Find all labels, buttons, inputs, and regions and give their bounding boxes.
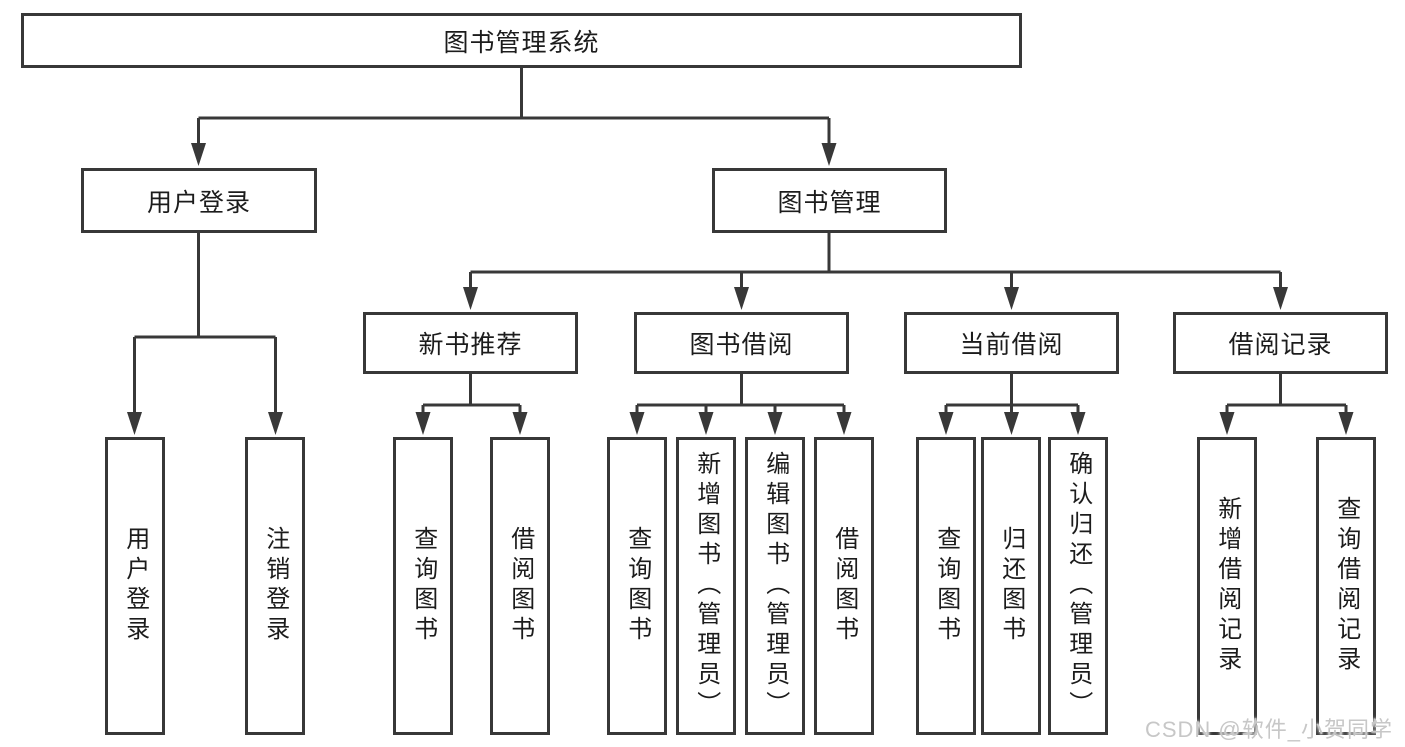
- leaf-confirm-return-admin: 确认归还（管理员）: [1048, 437, 1108, 735]
- node-current-borrow: 当前借阅: [904, 312, 1119, 374]
- connector-line: [1225, 374, 1348, 416]
- connector-root-to-level2: [191, 68, 837, 166]
- node-label: 新增借阅记录: [1213, 496, 1241, 676]
- node-label: 编辑图书（管理员）: [761, 451, 789, 721]
- leaf-query-borrow-record: 查询借阅记录: [1316, 437, 1376, 735]
- connector-line: [421, 374, 522, 416]
- node-label: 图书管理系统: [443, 28, 600, 57]
- leaf-add-books-admin: 新增图书（管理员）: [676, 437, 736, 735]
- arrow-down-icon: [1219, 412, 1235, 435]
- arrow-down-icon: [463, 287, 478, 310]
- node-label: 借阅记录: [1228, 331, 1333, 359]
- arrow-down-icon: [1273, 287, 1288, 310]
- arrow-down-icon: [1004, 412, 1019, 435]
- arrow-down-icon: [512, 412, 528, 435]
- node-label: 查询图书: [623, 526, 651, 646]
- node-borrow-records: 借阅记录: [1173, 312, 1388, 374]
- arrow-down-icon: [1004, 287, 1019, 310]
- connector-borrow-records-children: [1219, 374, 1354, 435]
- arrow-down-icon: [734, 287, 749, 310]
- arrow-down-icon: [415, 412, 431, 435]
- node-label: 借阅图书: [830, 526, 858, 646]
- node-label: 查询图书: [409, 526, 437, 646]
- leaf-return-books: 归还图书: [981, 437, 1041, 735]
- arrow-down-icon: [191, 143, 206, 166]
- connector-line: [944, 374, 1080, 416]
- node-label: 查询图书: [932, 526, 960, 646]
- node-label: 图书管理: [777, 188, 882, 217]
- leaf-edit-books-admin: 编辑图书（管理员）: [745, 437, 805, 735]
- node-user-login: 用户登录: [81, 168, 317, 233]
- node-book-management: 图书管理: [712, 168, 947, 233]
- arrow-down-icon: [127, 412, 142, 435]
- connector-new-book-recommend-children: [415, 374, 528, 435]
- leaf-borrow-books: 借阅图书: [814, 437, 874, 735]
- node-label: 确认归还（管理员）: [1064, 451, 1092, 721]
- arrow-down-icon: [1338, 412, 1354, 435]
- node-label: 归还图书: [997, 526, 1025, 646]
- node-label: 图书借阅: [689, 331, 794, 359]
- leaf-recommend-borrow-books: 借阅图书: [490, 437, 550, 735]
- connector-line: [635, 374, 846, 416]
- leaf-current-query-books: 查询图书: [916, 437, 976, 735]
- connector-current-borrow-children: [938, 374, 1086, 435]
- node-label: 用户登录: [121, 526, 149, 646]
- arrow-down-icon: [1070, 412, 1086, 435]
- node-label: 用户登录: [146, 188, 251, 217]
- leaf-borrow-query-books: 查询图书: [607, 437, 667, 735]
- arrow-down-icon: [821, 143, 837, 166]
- node-label: 借阅图书: [506, 526, 534, 646]
- node-label: 新书推荐: [418, 331, 523, 359]
- node-label: 新增图书（管理员）: [692, 451, 720, 721]
- leaf-recommend-query-books: 查询图书: [393, 437, 453, 735]
- node-label: 当前借阅: [959, 331, 1064, 359]
- csdn-watermark: CSDN @软件_小贺同学: [1144, 717, 1393, 742]
- connector-book-management-children: [463, 233, 1288, 310]
- arrow-down-icon: [767, 412, 783, 435]
- arrow-down-icon: [268, 412, 283, 435]
- node-label: 查询借阅记录: [1332, 496, 1360, 676]
- node-label: 注销登录: [261, 526, 289, 646]
- connector-book-borrow-children: [629, 374, 852, 435]
- leaf-add-borrow-record: 新增借阅记录: [1197, 437, 1257, 735]
- node-book-borrow: 图书借阅: [634, 312, 849, 374]
- arrow-down-icon: [836, 412, 852, 435]
- node-root-system: 图书管理系统: [21, 13, 1022, 68]
- connector-line: [469, 233, 1282, 290]
- leaf-logout: 注销登录: [245, 437, 305, 735]
- connector-user-login-children: [127, 233, 283, 435]
- node-new-book-recommend: 新书推荐: [363, 312, 578, 374]
- connector-line: [197, 68, 831, 146]
- arrow-down-icon: [938, 412, 954, 435]
- arrow-down-icon: [698, 412, 714, 435]
- leaf-user-login: 用户登录: [105, 437, 165, 735]
- connector-line: [133, 233, 277, 416]
- arrow-down-icon: [629, 412, 645, 435]
